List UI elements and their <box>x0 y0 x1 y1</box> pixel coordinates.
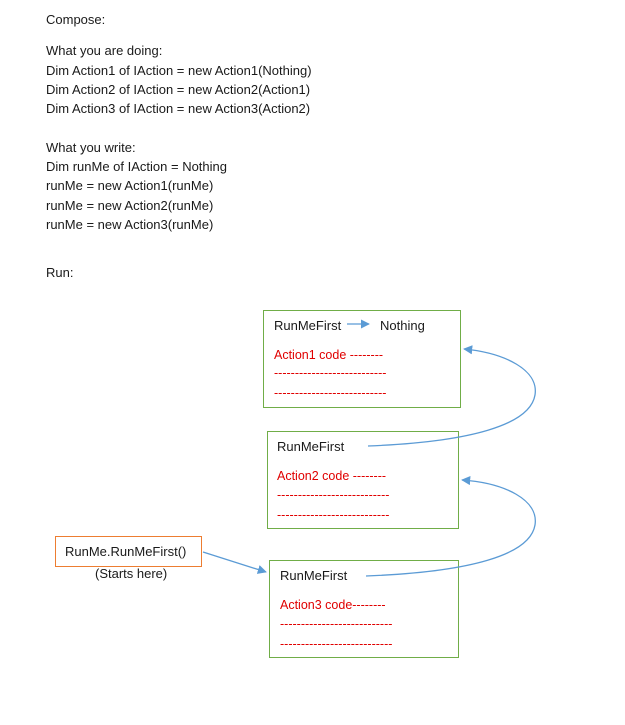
runmefirst-label: RunMeFirst <box>277 439 345 454</box>
doing-line: Dim Action3 of IAction = new Action3(Act… <box>46 101 311 116</box>
nothing-label: Nothing <box>380 318 425 333</box>
runmefirst-label: RunMeFirst <box>280 568 348 583</box>
action2-box: RunMeFirst Action2 code -------- -------… <box>267 431 459 529</box>
arrow-action3-to-action2 <box>365 476 536 577</box>
write-heading: What you write: <box>46 140 136 155</box>
doing-line: Dim Action1 of IAction = new Action1(Not… <box>46 63 312 78</box>
code-dashes: --------------------------- <box>277 508 390 522</box>
run-heading: Run: <box>46 265 74 280</box>
compose-heading: Compose: <box>46 12 106 27</box>
start-box: RunMe.RunMeFirst() <box>55 536 202 567</box>
write-line: runMe = new Action2(runMe) <box>46 198 214 213</box>
code-dashes: --------------------------- <box>280 637 393 651</box>
write-line: Dim runMe of IAction = Nothing <box>46 159 227 174</box>
write-line: runMe = new Action3(runMe) <box>46 217 214 232</box>
doing-heading: What you are doing: <box>46 43 163 58</box>
code-dashes: --------------------------- <box>274 366 387 380</box>
write-line: runMe = new Action1(runMe) <box>46 178 214 193</box>
arrow-action2-to-action1 <box>367 345 536 447</box>
action1-code: Action1 code -------- <box>274 348 384 362</box>
code-dashes: --------------------------- <box>277 488 390 502</box>
start-label: RunMe.RunMeFirst() <box>65 544 187 559</box>
action3-box: RunMeFirst Action3 code-------- --------… <box>269 560 459 658</box>
code-dashes: --------------------------- <box>274 386 387 400</box>
code-dashes: --------------------------- <box>280 617 393 631</box>
runmefirst-label: RunMeFirst <box>274 318 342 333</box>
action3-code: Action3 code-------- <box>280 598 386 612</box>
starts-here-caption: (Starts here) <box>95 566 168 581</box>
action2-code: Action2 code -------- <box>277 469 387 483</box>
arrow-start-to-action3 <box>202 551 267 574</box>
doing-line: Dim Action2 of IAction = new Action2(Act… <box>46 82 311 97</box>
